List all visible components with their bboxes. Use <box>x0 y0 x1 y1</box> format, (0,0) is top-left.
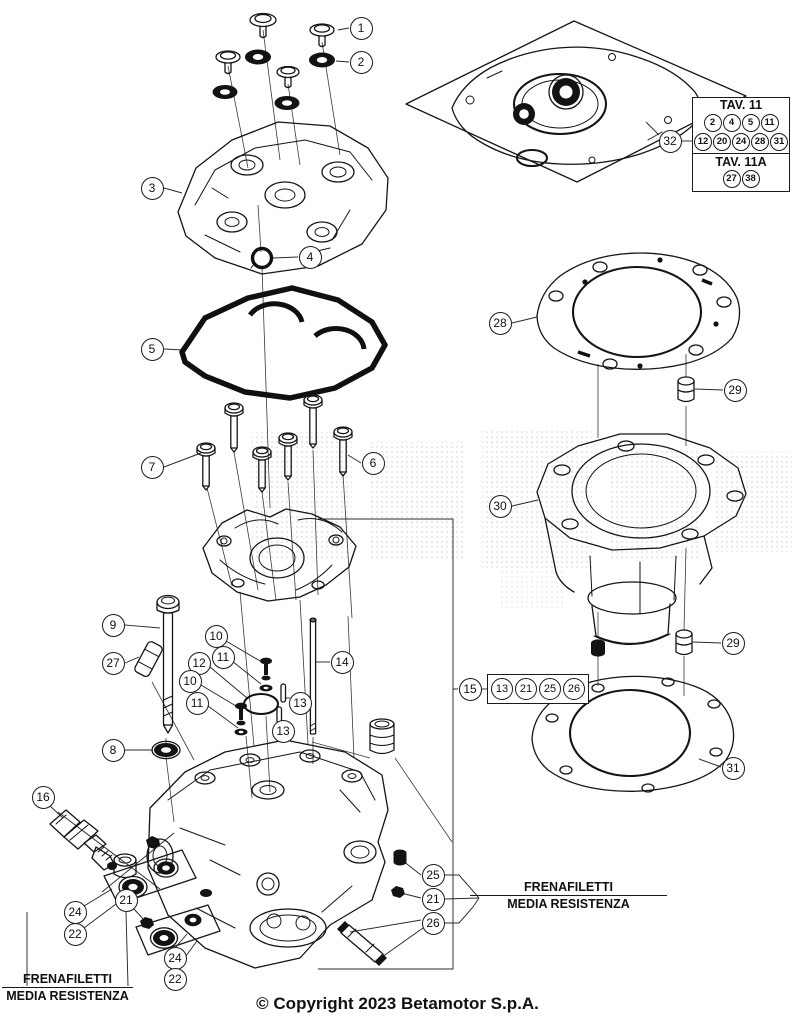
callout-8: 8 <box>101 738 125 762</box>
ref-number-13: 13 <box>491 678 513 700</box>
callout-26: 26 <box>421 911 445 935</box>
callout-31: 31 <box>721 756 745 780</box>
cover-gasket-drawing <box>179 285 388 401</box>
ref-number-28: 28 <box>751 132 769 151</box>
note-right-line1: FRENAFILETTI <box>470 880 667 897</box>
tav-title: TAV. 11 <box>719 98 763 112</box>
ref-number-21: 21 <box>515 678 537 700</box>
stud-drawing <box>309 617 317 735</box>
note-threadlocker-left: FRENAFILETTI MEDIA RESISTENZA <box>2 972 133 1004</box>
ref-number-31: 31 <box>770 132 788 151</box>
valve-cover-drawing <box>177 121 389 275</box>
copyright-text: © Copyright 2023 Betamotor S.p.A. <box>256 994 539 1013</box>
callout-28: 28 <box>488 311 512 335</box>
cover-bolts-drawing <box>212 12 335 110</box>
callout-22: 22 <box>63 922 87 946</box>
oring-drawing <box>250 246 274 270</box>
leader-lines <box>49 27 724 969</box>
callout-4: 4 <box>298 245 322 269</box>
dowel-pins-drawing <box>591 376 695 657</box>
head-bolt-drawing <box>134 594 181 760</box>
small-parts-drawing <box>234 657 395 755</box>
note-threadlocker-right: FRENAFILETTI MEDIA RESISTENZA <box>470 880 667 912</box>
ref-number-5: 5 <box>741 113 760 132</box>
note-right-line2: MEDIA RESISTENZA <box>507 897 630 912</box>
reference-lines <box>26 121 692 987</box>
callout-10: 10 <box>204 624 228 648</box>
callout-11: 11 <box>185 691 209 715</box>
ref-number-25: 25 <box>539 678 561 700</box>
callout-16: 16 <box>31 785 55 809</box>
ref-number-2: 2 <box>703 113 722 132</box>
cover-seals <box>212 49 335 110</box>
callout-6: 6 <box>361 451 385 475</box>
ref-number-20: 20 <box>713 132 731 151</box>
callout-3: 3 <box>140 176 164 200</box>
callout-2: 2 <box>349 50 373 74</box>
callout-32: 32 <box>658 129 682 153</box>
callout-14: 14 <box>330 650 354 674</box>
callout-15: 15 <box>458 677 482 701</box>
ref-number-12: 12 <box>694 132 712 151</box>
head-gasket-drawing <box>536 252 741 370</box>
callout-9: 9 <box>101 613 125 637</box>
cylinder-drawing <box>536 433 747 645</box>
callout-24: 24 <box>163 946 187 970</box>
ref-number-24: 24 <box>732 132 750 151</box>
callout-30: 30 <box>488 494 512 518</box>
callout-7: 7 <box>140 455 164 479</box>
callout-29: 29 <box>721 631 745 655</box>
callout-11: 11 <box>211 645 235 669</box>
callout-27: 27 <box>101 651 125 675</box>
callout-21: 21 <box>114 888 138 912</box>
watermark <box>252 430 792 610</box>
tav-subtitle: TAV. 11A <box>693 152 789 169</box>
ref-number-38: 38 <box>741 170 760 189</box>
callout-5: 5 <box>140 337 164 361</box>
axis-lines <box>151 29 687 843</box>
callout-29: 29 <box>723 378 747 402</box>
note-left-line2: MEDIA RESISTENZA <box>6 989 129 1004</box>
cylinder-head-drawing <box>146 739 389 969</box>
callout-22: 22 <box>163 967 187 991</box>
sensor-and-plugs-drawing <box>49 809 407 966</box>
cam-carrier-drawing <box>202 508 357 602</box>
callout-1: 1 <box>349 16 373 40</box>
ref-number-4: 4 <box>722 113 741 132</box>
carrier-bolts-drawing <box>196 394 353 493</box>
ref-number-26: 26 <box>563 678 585 700</box>
ref-number-27: 27 <box>722 170 741 189</box>
callout-10: 10 <box>178 669 202 693</box>
callout-13: 13 <box>271 719 295 743</box>
callout-13: 13 <box>288 691 312 715</box>
callout-24: 24 <box>63 900 87 924</box>
callout-21: 21 <box>421 887 445 911</box>
callout-25: 25 <box>421 863 445 887</box>
ref-number-11: 11 <box>760 113 779 132</box>
note-left-line1: FRENAFILETTI <box>2 972 133 989</box>
